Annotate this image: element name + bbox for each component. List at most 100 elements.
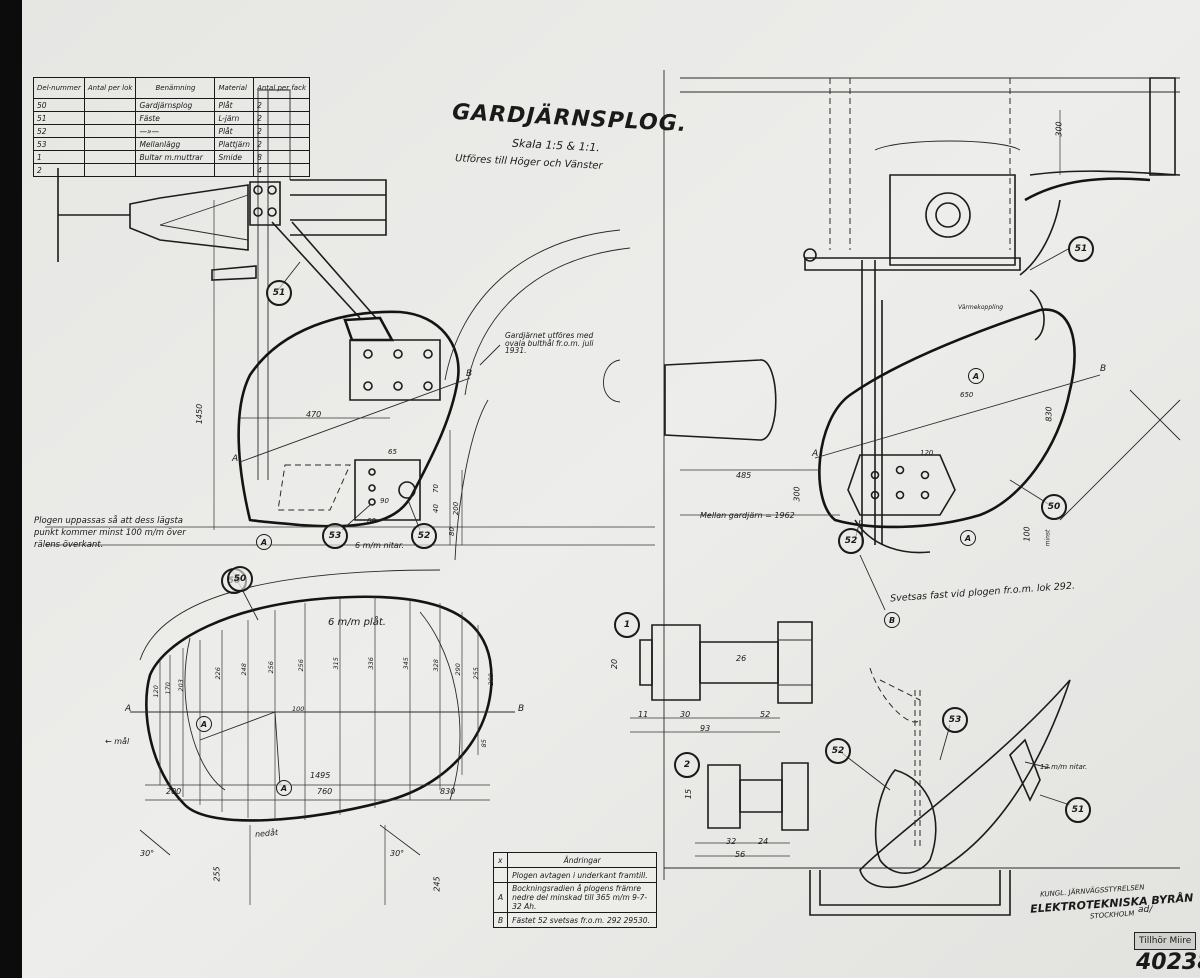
part-qty bbox=[83, 98, 137, 112]
buffer-outline bbox=[57, 168, 249, 262]
parts-header-per: Antal per fack bbox=[253, 77, 311, 99]
dim-485: 485 bbox=[736, 471, 752, 480]
changes-table: x Ändringar Plogen avtagen i underkant f… bbox=[492, 852, 658, 928]
bracket-arm bbox=[271, 221, 377, 319]
dim-20: 20 bbox=[610, 658, 620, 670]
dim-90: 90 bbox=[380, 497, 389, 505]
parts-header-material: Material bbox=[214, 77, 255, 99]
callout-51-front: 51 bbox=[1068, 236, 1094, 262]
plate-outline bbox=[145, 595, 493, 822]
ordinate: 85 bbox=[479, 739, 488, 748]
dim-24: 24 bbox=[758, 837, 769, 846]
note-clearance-2: punkt kommer minst 100 m/m över bbox=[34, 528, 186, 538]
signature: ad/ bbox=[1138, 905, 1153, 915]
note-between-rails: Mellan gardjärn = 1962 bbox=[700, 511, 795, 520]
callout-2-bolt: 2 bbox=[674, 752, 700, 778]
part-no: 51 bbox=[33, 111, 85, 125]
bracket-51-view bbox=[1009, 738, 1041, 802]
part-name: —»— bbox=[135, 124, 216, 138]
part-no: 50 bbox=[33, 98, 85, 112]
dim-93: 93 bbox=[700, 724, 711, 733]
section-line-ab bbox=[239, 377, 471, 463]
part-no: 2 bbox=[33, 163, 85, 177]
dim-65: 65 bbox=[388, 448, 397, 456]
callout-a-plate: A bbox=[196, 716, 212, 732]
ordinate: 290 bbox=[453, 663, 462, 676]
dim-300-top: 300 bbox=[1054, 121, 1064, 137]
dim-30deg-right: 30° bbox=[390, 849, 405, 858]
callout-51-assembly: 51 bbox=[1065, 797, 1091, 823]
dim-830-front: 830 bbox=[1044, 406, 1054, 422]
ordinate: 120 bbox=[151, 685, 160, 698]
part-material: Plåt bbox=[214, 124, 255, 138]
part-qty bbox=[83, 137, 137, 151]
bracket-52-view bbox=[874, 769, 937, 874]
dim-30deg-left: 30° bbox=[140, 849, 155, 858]
hidden-plate bbox=[277, 464, 351, 511]
dim-100: 100 bbox=[1022, 526, 1032, 542]
mount-plate-front bbox=[847, 454, 956, 516]
bend-curve-left bbox=[184, 637, 226, 791]
change-text: Fästet 52 svetsas fr.o.m. 292 29530. bbox=[507, 912, 658, 928]
dim-120: 120 bbox=[920, 449, 934, 457]
wheel bbox=[444, 229, 631, 561]
bolt-detail-2 bbox=[695, 762, 809, 857]
dim-80: 80 bbox=[447, 527, 456, 536]
ordinate: 315 bbox=[331, 657, 340, 670]
ordinate: 256 bbox=[296, 659, 305, 672]
callout-53-side: 53 bbox=[322, 523, 348, 549]
section-line-ab-front bbox=[814, 374, 1101, 459]
part-per: 8 bbox=[253, 150, 311, 164]
part-per: 2 bbox=[253, 124, 311, 138]
note-min: minst bbox=[1044, 529, 1052, 547]
clamp-plate bbox=[249, 181, 281, 226]
ordinate: 170 bbox=[163, 682, 172, 695]
change-mark bbox=[492, 867, 509, 883]
part-qty bbox=[83, 124, 137, 138]
change-mark: A bbox=[492, 882, 509, 913]
dim-1495: 1495 bbox=[310, 771, 331, 780]
bolt1-nut bbox=[777, 621, 813, 704]
parts-header-name: Benämning bbox=[135, 77, 216, 99]
dim-70: 70 bbox=[431, 484, 440, 493]
callout-51-side: 51 bbox=[266, 280, 292, 306]
section-b-front: B bbox=[1100, 364, 1107, 374]
part-no: 52 bbox=[33, 124, 85, 138]
ordinate: 345 bbox=[401, 657, 410, 670]
callout-53-assembly: 53 bbox=[942, 707, 968, 733]
dim-300: 300 bbox=[792, 486, 802, 502]
dim-30: 30 bbox=[680, 710, 691, 719]
part-name bbox=[135, 163, 216, 177]
plough-front-outline bbox=[818, 308, 1076, 529]
callout-a-front-2: A bbox=[960, 530, 976, 546]
part-no: 53 bbox=[33, 137, 85, 151]
support-rods bbox=[861, 260, 883, 545]
ordinate: 328 bbox=[431, 659, 440, 672]
callout-52-side: 52 bbox=[411, 523, 437, 549]
callout-b-front: B bbox=[884, 612, 900, 628]
part-material: L-järn bbox=[214, 111, 255, 125]
ordinate: 226 bbox=[213, 667, 222, 680]
change-text: Bockningsradien å plogens främre nedre d… bbox=[507, 882, 658, 913]
u-bolt bbox=[809, 870, 1011, 916]
part-per: 2 bbox=[253, 137, 311, 151]
note-plate: 6 m/m plåt. bbox=[328, 617, 386, 628]
dim-830-plate: 830 bbox=[440, 787, 456, 796]
section-b-side: B bbox=[466, 369, 473, 379]
ordinate: 255 bbox=[471, 667, 480, 680]
ordinate: 256 bbox=[266, 661, 275, 674]
part-per: 2 bbox=[253, 98, 311, 112]
dim-195: 200 bbox=[166, 787, 182, 796]
dim-470: 470 bbox=[306, 410, 322, 419]
note-rivets-2: 12 m/m nitar. bbox=[1040, 763, 1088, 771]
note-clearance-1: Plogen uppassas så att dess lägsta bbox=[34, 516, 184, 526]
bracket-52-side bbox=[354, 459, 421, 521]
dim-56: 56 bbox=[735, 850, 746, 859]
bolt-detail-1 bbox=[630, 621, 813, 733]
bracket-51 bbox=[1019, 199, 1061, 341]
